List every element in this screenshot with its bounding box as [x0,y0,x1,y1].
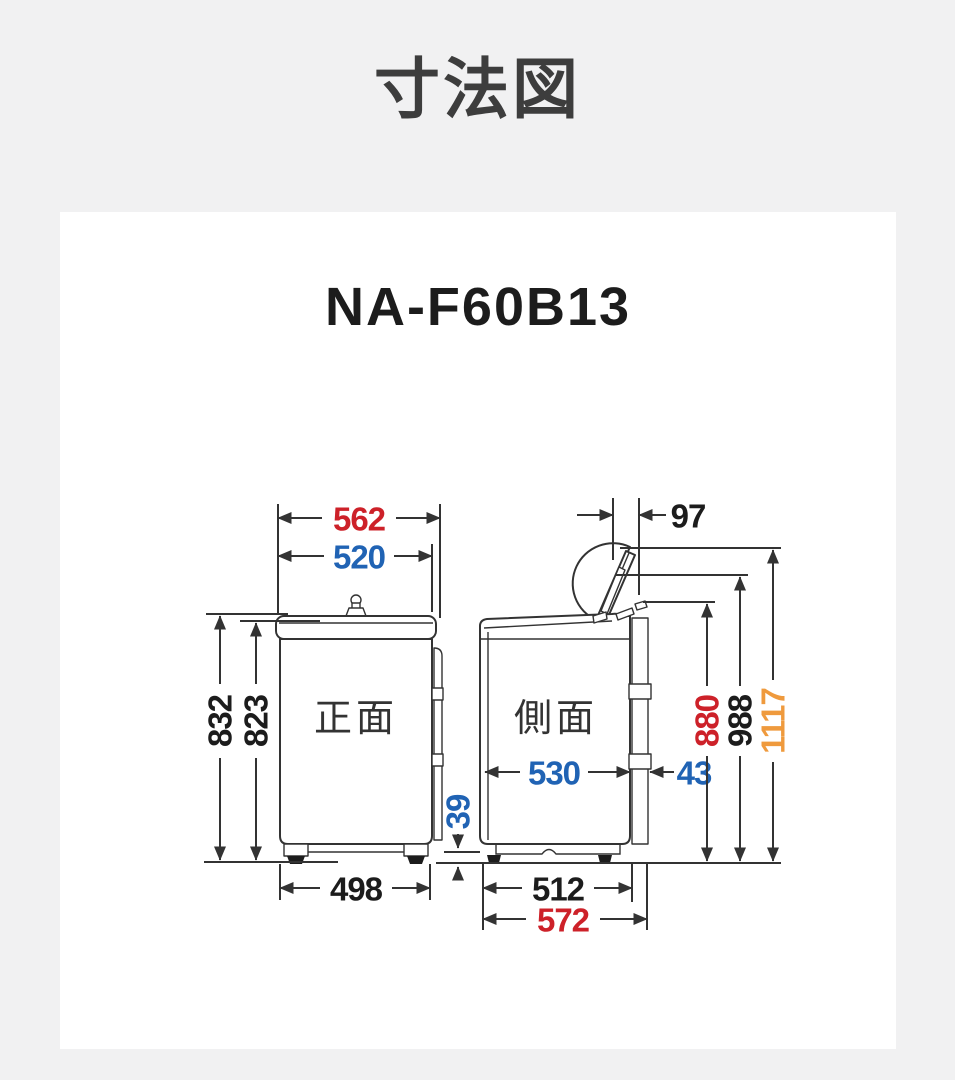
floor-lines [204,851,781,864]
dim-label-832: 832 [202,694,239,747]
back-panel-strip [628,617,652,845]
dim-label-823: 823 [238,694,275,747]
dim-label-39: 39 [440,794,477,829]
dimension-diagram: 正面 [202,498,792,939]
front-view-label: 正面 [314,698,398,740]
dim-label-572: 572 [537,902,590,939]
side-view-label: 側面 [514,698,598,740]
dim-label-520: 520 [333,539,385,576]
front-body [279,638,433,845]
dim-label-97: 97 [671,498,706,535]
lid-hinge-latch [592,600,648,624]
side-base-and-feet [487,844,621,863]
dim-label-562: 562 [333,501,386,538]
dim-back-clearance: 43 [649,755,713,792]
dim-label-988: 988 [722,694,759,747]
side-view-drawing: 側面 [479,542,652,863]
dim-body-width: 520 [277,539,433,612]
dim-label-530: 530 [528,755,580,792]
dim-lid-mid-height: 988 [615,574,759,862]
dim-body-depth: 530 [484,755,631,792]
dim-label-1117: 1117 [755,688,792,754]
dim-body-height: 832 [202,613,288,861]
dim-lid-open-height: 1117 [620,547,792,862]
dim-total-width: 562 [277,501,441,618]
dim-label-512: 512 [532,871,585,908]
front-view-drawing: 正面 [275,594,444,864]
dim-total-depth: 572 [482,864,648,939]
front-lid-cap [275,615,437,640]
dim-seam-height: 823 [238,620,320,861]
dim-total-height: 880 [643,601,726,862]
dim-lid-overhang: 97 [577,498,706,595]
dim-base-width: 498 [279,864,431,908]
front-side-strip [431,647,444,841]
page-title: 寸法図 [374,52,581,126]
inlet-fitting-icon [345,594,367,617]
diagram-card: NA-F60B13 [60,212,896,1049]
dim-label-498: 498 [330,871,383,908]
model-number: NA-F60B13 [324,277,632,337]
dim-base-height: 39 [440,794,477,881]
dim-label-880: 880 [689,695,726,747]
front-base-and-feet [283,843,429,864]
